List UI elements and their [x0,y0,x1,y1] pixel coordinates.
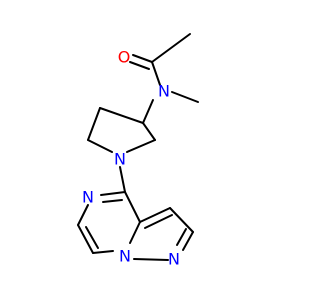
bond-n1-n8 [133,258,169,261]
bond-c3-c4 [99,107,144,124]
bond-c3-c2 [169,207,194,233]
bond-c2-n1 [182,231,194,251]
bond-c2-n1-dbl [176,228,187,246]
bond-c7-n8 [92,250,114,254]
bond-c8a-c4ar [124,191,141,223]
bond-n8-c8a [129,221,141,244]
bond-c6-c7 [77,224,94,254]
bond-n-c4ar [119,166,126,193]
bond-c6-c7-dbl [85,226,99,249]
bond-c4ar-n5-dbl [102,199,123,203]
bond-layer [77,33,199,261]
atom-oxygen: O [118,48,131,67]
atom-nitrogen-pyrazole: N [168,250,180,269]
molecule-structure-diagram: O N N N N N [77,33,199,269]
bond-n-c2 [126,139,156,153]
atom-nitrogen-pyrrolidine: N [114,150,126,169]
bond-n5-c6 [77,204,89,226]
bond-c-o-2 [129,61,150,70]
bond-c8a-c3-dbl [144,214,173,229]
bond-c5-n [87,139,113,153]
bond-c2-c3 [142,122,156,141]
bond-n-c3 [142,99,154,124]
bond-c8a-c3 [139,207,171,223]
atom-nitrogen-bridgehead: N [119,247,131,266]
bond-n-ch3 [171,91,199,103]
bond-c4-c5 [87,107,101,141]
bond-c4ar-n5 [100,191,126,196]
bond-c-o-1 [132,54,153,63]
atom-nitrogen-pyrazine: N [82,188,94,207]
bond-c-n [151,61,161,86]
atom-nitrogen-amide: N [158,82,170,101]
bond-ch3-c [151,33,191,63]
atom-labels: O N N N N N [82,48,180,269]
